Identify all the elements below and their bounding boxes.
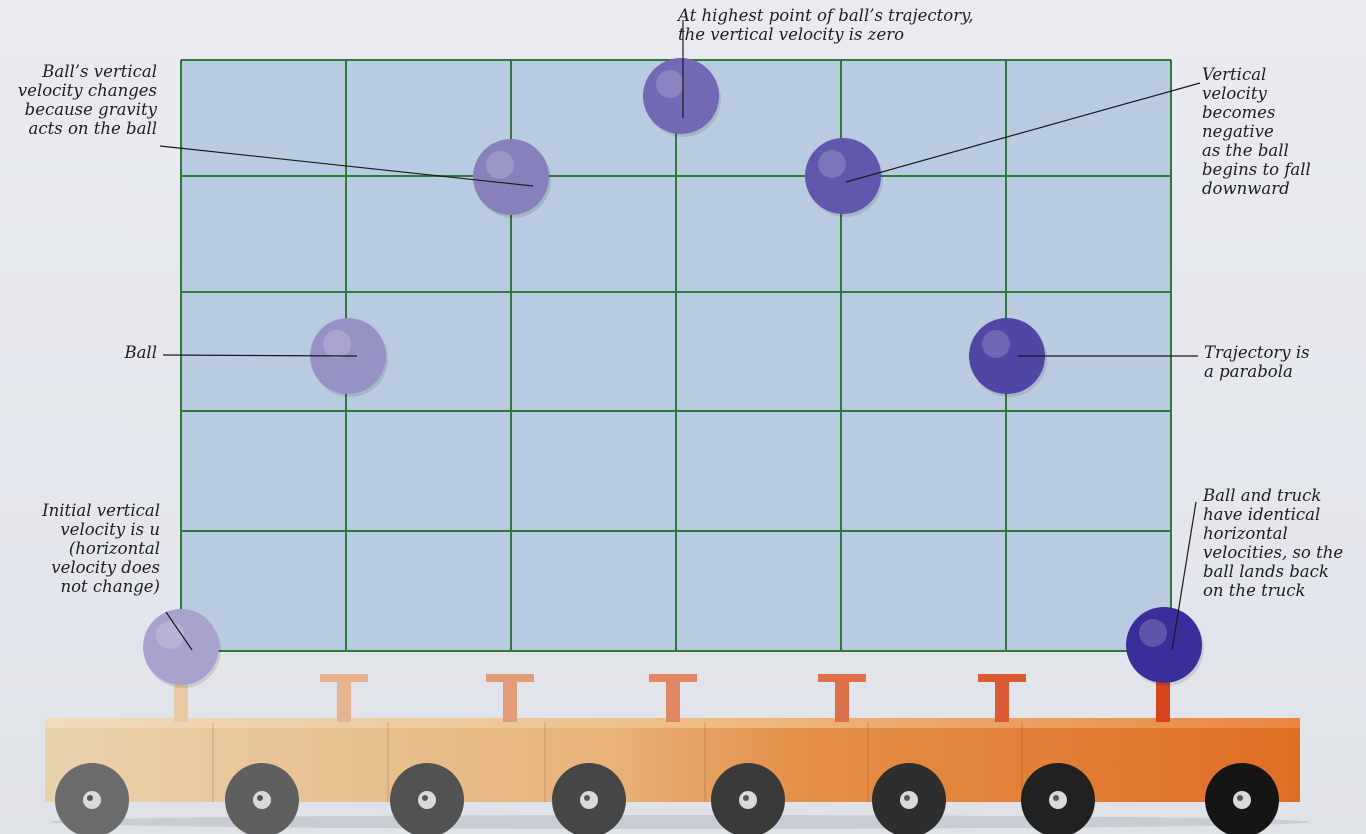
wheel-axle [584, 795, 590, 801]
ball-post [1156, 680, 1170, 722]
annotation-gravity: Ball’s vertical velocity changes because… [0, 62, 157, 138]
apex-ball [643, 58, 719, 134]
annotation-negative-velocity: Vertical velocity becomes negative as th… [1202, 65, 1311, 198]
ball-post [337, 680, 351, 722]
wheel-axle [422, 795, 428, 801]
start-ball-highlight [156, 621, 184, 649]
wheel-axle [1053, 795, 1059, 801]
annotation-highest-point: At highest point of ball’s trajectory, t… [678, 6, 973, 44]
landing-ball-highlight [1139, 619, 1167, 647]
post-cap [649, 674, 697, 682]
wheel-axle [904, 795, 910, 801]
upper-ball-highlight [486, 151, 514, 179]
upper-ball [473, 139, 549, 215]
annotation-ball: Ball [80, 343, 157, 362]
post-cap [818, 674, 866, 682]
landing-ball [1126, 607, 1202, 683]
descending-ball-highlight [982, 330, 1010, 358]
rising-ball-highlight [323, 330, 351, 358]
truck [45, 674, 1310, 834]
wheel-axle [743, 795, 749, 801]
ball-post [666, 680, 680, 722]
apex-ball-highlight [656, 70, 684, 98]
wheel-axle [87, 795, 93, 801]
ball-post [503, 680, 517, 722]
post-cap [320, 674, 368, 682]
annotation-parabola: Trajectory is a parabola [1204, 343, 1310, 381]
start-ball [143, 609, 219, 685]
descending-upper-ball-highlight [818, 150, 846, 178]
post-cap [978, 674, 1026, 682]
post-cap [486, 674, 534, 682]
ball-post [835, 680, 849, 722]
annotation-initial-velocity: Initial vertical velocity is u (horizont… [0, 501, 160, 596]
wheel-axle [257, 795, 263, 801]
wheel-axle [1237, 795, 1243, 801]
ball-post [995, 680, 1009, 722]
annotation-identical-velocities: Ball and truck have identical horizontal… [1203, 486, 1343, 600]
